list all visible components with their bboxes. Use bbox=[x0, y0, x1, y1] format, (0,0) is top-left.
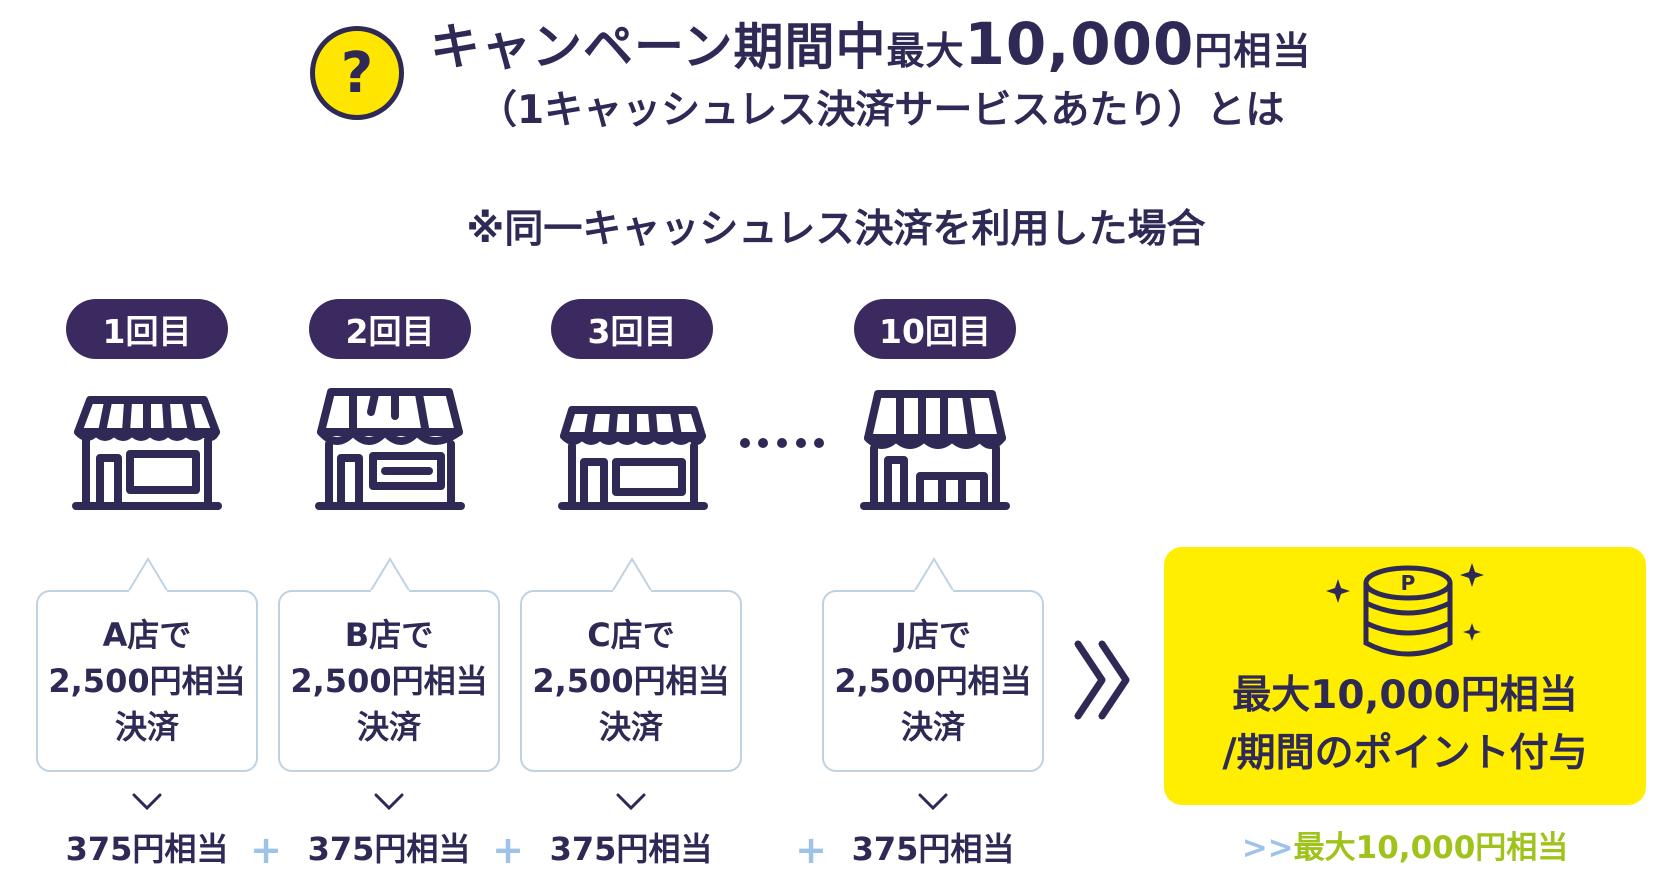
result-box: P 最大10,000円相当 /期間のポイント付与 bbox=[1164, 547, 1646, 805]
reward-amount-1: 375円相当 bbox=[65, 830, 229, 868]
chevron-down-icon bbox=[616, 793, 646, 811]
bubble-shop: C店で bbox=[587, 616, 675, 654]
double-chevron-right-icon bbox=[1074, 640, 1130, 720]
bubble-tail bbox=[612, 557, 652, 593]
plus-sign: + bbox=[250, 828, 282, 872]
step-badge-1: 1回目 bbox=[66, 299, 228, 359]
coin-letter: P bbox=[1401, 571, 1416, 595]
result-summary: >>最大10,000円相当 bbox=[1164, 826, 1646, 870]
reward-amount-2: 375円相当 bbox=[307, 830, 471, 868]
bubble-step-2: B店で 2,500円相当 決済 bbox=[278, 557, 500, 772]
bubble-amount: 2,500円相当 bbox=[290, 662, 488, 700]
step-badge-2: 2回目 bbox=[309, 299, 471, 359]
bubble-amount: 2,500円相当 bbox=[532, 662, 730, 700]
reward-amount-10: 375円相当 bbox=[851, 830, 1015, 868]
page-subtitle: （1キャッシュレス決済サービスあたり）とは bbox=[478, 88, 1285, 133]
result-line-2: /期間のポイント付与 bbox=[1222, 731, 1588, 776]
question-mark-icon: ? bbox=[310, 26, 404, 120]
chevron-down-icon bbox=[374, 793, 404, 811]
bubble-step-10: J店で 2,500円相当 決済 bbox=[822, 557, 1044, 772]
bubble-tail bbox=[128, 557, 168, 593]
bubble-tail bbox=[914, 557, 954, 593]
step-badge-3: 3回目 bbox=[551, 299, 713, 359]
bubble-step-1: A店で 2,500円相当 決済 bbox=[36, 557, 258, 772]
title-campaign-period: キャンペーン期間中 bbox=[430, 18, 887, 76]
summary-value: 最大10,000円相当 bbox=[1293, 830, 1569, 866]
bubble-amount: 2,500円相当 bbox=[48, 662, 246, 700]
bubble-shop: B店で bbox=[344, 616, 434, 654]
bubble-tail bbox=[370, 557, 410, 593]
ellipsis-icon bbox=[740, 438, 824, 448]
page-title: キャンペーン期間中最大10,000円相当 bbox=[430, 6, 1311, 89]
bubble-action: 決済 bbox=[356, 708, 421, 746]
bubble-step-3: C店で 2,500円相当 決済 bbox=[520, 557, 742, 772]
chevron-down-icon bbox=[918, 793, 948, 811]
bubble-shop: J店で bbox=[895, 616, 971, 654]
summary-arrows: >> bbox=[1241, 830, 1294, 866]
plus-sign: + bbox=[492, 828, 524, 872]
plus-sign: + bbox=[795, 828, 827, 872]
shop-b-icon bbox=[315, 388, 465, 516]
shop-j-icon bbox=[860, 388, 1010, 516]
point-coin-icon: P bbox=[1326, 563, 1484, 657]
shop-a-icon bbox=[72, 388, 222, 516]
condition-note: ※同一キャッシュレス決済を利用した場合 bbox=[466, 207, 1206, 252]
bubble-action: 決済 bbox=[900, 708, 965, 746]
chevron-down-icon bbox=[132, 793, 162, 811]
title-yen-equivalent: 円相当 bbox=[1194, 29, 1312, 73]
question-mark-glyph: ? bbox=[340, 40, 374, 106]
step-badge-10: 10回目 bbox=[854, 299, 1016, 359]
bubble-action: 決済 bbox=[598, 708, 663, 746]
shop-c-icon bbox=[558, 388, 708, 516]
reward-amount-3: 375円相当 bbox=[549, 830, 713, 868]
title-amount: 10,000 bbox=[964, 10, 1195, 78]
bubble-action: 決済 bbox=[114, 708, 179, 746]
title-max: 最大 bbox=[886, 29, 965, 73]
bubble-shop: A店で bbox=[102, 616, 192, 654]
result-line-1: 最大10,000円相当 bbox=[1232, 673, 1578, 718]
bubble-amount: 2,500円相当 bbox=[834, 662, 1032, 700]
